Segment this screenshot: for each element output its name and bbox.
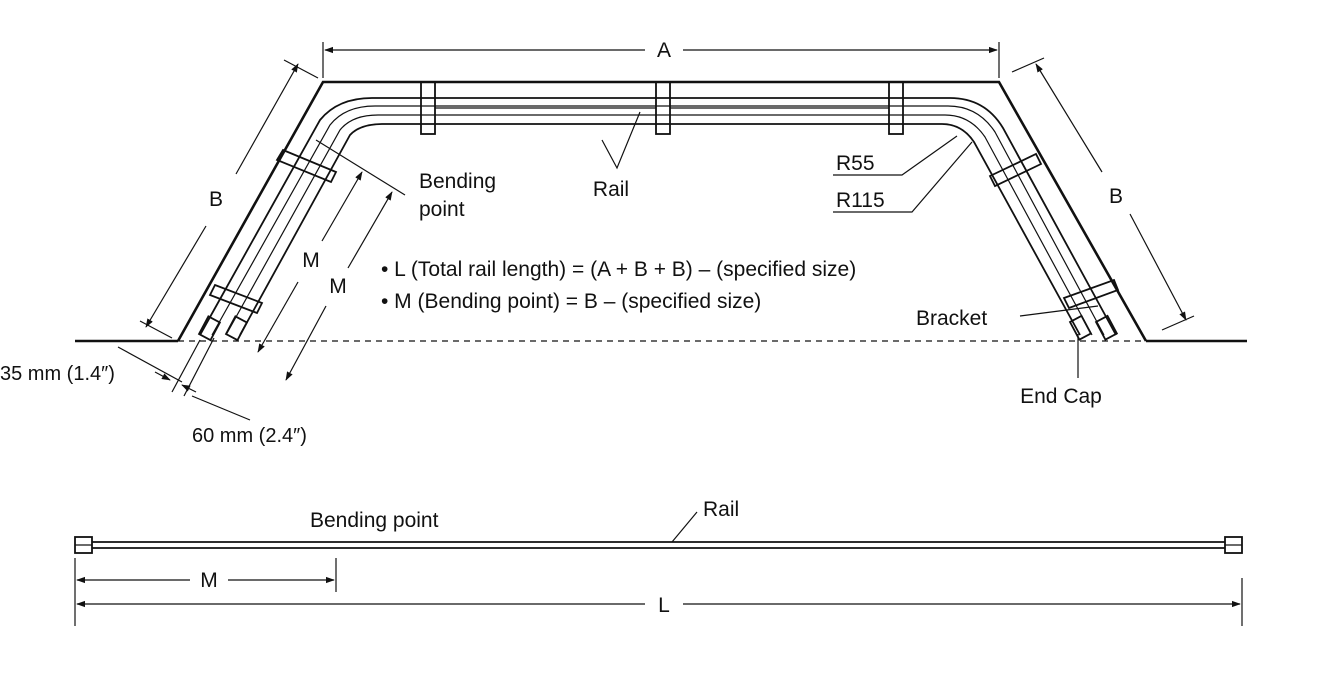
rail-line-2 bbox=[211, 105, 1105, 336]
formula-l: • L (Total rail length) = (A + B + B) – … bbox=[381, 258, 856, 281]
dim-m-bottom-label: M bbox=[200, 569, 218, 592]
bracket-right-upper bbox=[988, 152, 1043, 188]
offset-35-label: 35 mm (1.4″) bbox=[0, 363, 115, 385]
bracket-right-lower bbox=[1062, 278, 1120, 310]
offset-35-arrow-b bbox=[181, 384, 197, 393]
dim-m-outer-label: M bbox=[329, 275, 347, 298]
end-cap-left-1 bbox=[197, 315, 222, 342]
offset-ext-3 bbox=[183, 337, 215, 397]
dim-b-left-arrow-down bbox=[145, 225, 207, 328]
r115-leader bbox=[833, 141, 973, 213]
rail-inner-line bbox=[239, 123, 1081, 336]
bracket-left-lower bbox=[208, 283, 264, 315]
dim-l-label: L bbox=[658, 594, 670, 617]
bending-point-label-line1: Bending bbox=[419, 170, 496, 193]
bending-point-leader bbox=[315, 139, 406, 196]
offset-ext-4 bbox=[191, 395, 251, 421]
offset-35-arrow-a bbox=[154, 371, 171, 381]
rail-bottom-leader bbox=[671, 511, 698, 543]
rail-top-label: Rail bbox=[593, 178, 629, 201]
end-cap-right-1 bbox=[1068, 314, 1093, 341]
bracket-top-2 bbox=[655, 81, 671, 135]
dim-b-left-ext-bottom bbox=[139, 320, 173, 339]
offset-ext-2 bbox=[171, 339, 201, 393]
rail-top-leader bbox=[601, 111, 641, 170]
dim-m-outer-arrow-up bbox=[347, 191, 393, 269]
formula-m: • M (Bending point) = B – (specified siz… bbox=[381, 290, 761, 313]
rail-line-3 bbox=[225, 114, 1093, 336]
dim-b-right-arrow-down bbox=[1129, 213, 1187, 321]
r115-label: R115 bbox=[836, 189, 885, 212]
dim-b-right-arrow-up bbox=[1035, 63, 1103, 173]
dim-m-outer-arrow-down bbox=[285, 305, 327, 381]
rail-bottom-label: Rail bbox=[703, 498, 739, 521]
dim-b-left-ext-top bbox=[283, 59, 319, 79]
offset-ext-1 bbox=[117, 346, 183, 383]
bracket-label: Bracket bbox=[916, 307, 987, 330]
r55-label: R55 bbox=[836, 152, 875, 175]
end-cap-left-2 bbox=[224, 315, 249, 342]
bending-point-bottom-label: Bending point bbox=[310, 509, 439, 532]
bending-point-label-line2: point bbox=[419, 198, 465, 221]
end-cap-right-2 bbox=[1094, 314, 1119, 341]
dim-b-right-label: B bbox=[1109, 185, 1123, 208]
bracket-leader bbox=[1019, 305, 1099, 317]
offset-60-label: 60 mm (2.4″) bbox=[192, 425, 307, 447]
bracket-left-upper bbox=[275, 148, 338, 184]
end-cap-label: End Cap bbox=[1020, 385, 1102, 408]
dim-b-right-ext-bottom bbox=[1161, 315, 1195, 331]
dim-b-left-arrow-up bbox=[235, 63, 299, 175]
r55-leader bbox=[833, 135, 958, 176]
rail-outer-line bbox=[199, 97, 1117, 336]
bracket-top-3 bbox=[888, 81, 904, 135]
dim-b-right-ext-top bbox=[1011, 57, 1045, 73]
dim-m-inner-label: M bbox=[302, 249, 320, 272]
bracket-top-1 bbox=[420, 81, 436, 135]
dim-b-left-label: B bbox=[209, 188, 223, 211]
dim-a-label: A bbox=[657, 39, 671, 62]
dim-m-inner-arrow-down bbox=[257, 281, 299, 353]
dim-m-inner-arrow-up bbox=[321, 171, 363, 242]
